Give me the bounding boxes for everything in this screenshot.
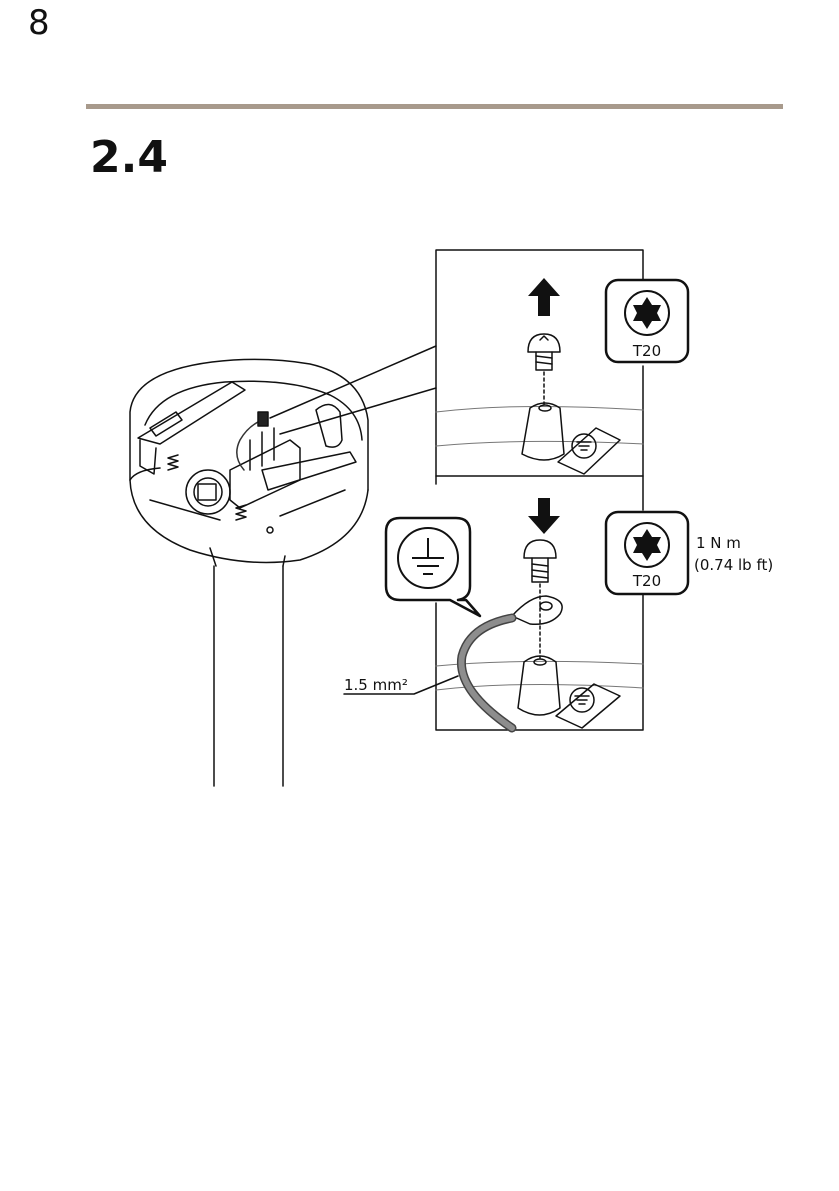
down-arrow-icon xyxy=(528,498,560,534)
screw-boss-top xyxy=(522,403,564,460)
torque-value: 1 N m xyxy=(696,534,741,552)
tool-label-remove: T20 xyxy=(632,342,661,360)
up-arrow-icon xyxy=(528,278,560,316)
tool-label-install: T20 xyxy=(632,572,661,590)
wire-gauge-label: 1.5 mm² xyxy=(344,676,408,694)
leader-line-top xyxy=(270,346,436,418)
screw-removed xyxy=(528,334,560,370)
leader-line-bottom xyxy=(280,388,436,434)
screw-boss-bottom xyxy=(518,656,560,715)
ring-terminal xyxy=(512,596,562,624)
screw-install xyxy=(524,540,556,582)
ground-plate-top xyxy=(558,428,620,474)
torque-value-imperial: (0.74 lb ft) xyxy=(694,556,773,574)
ground-plate-bottom xyxy=(556,684,620,728)
ground-symbol-icon xyxy=(386,518,480,616)
